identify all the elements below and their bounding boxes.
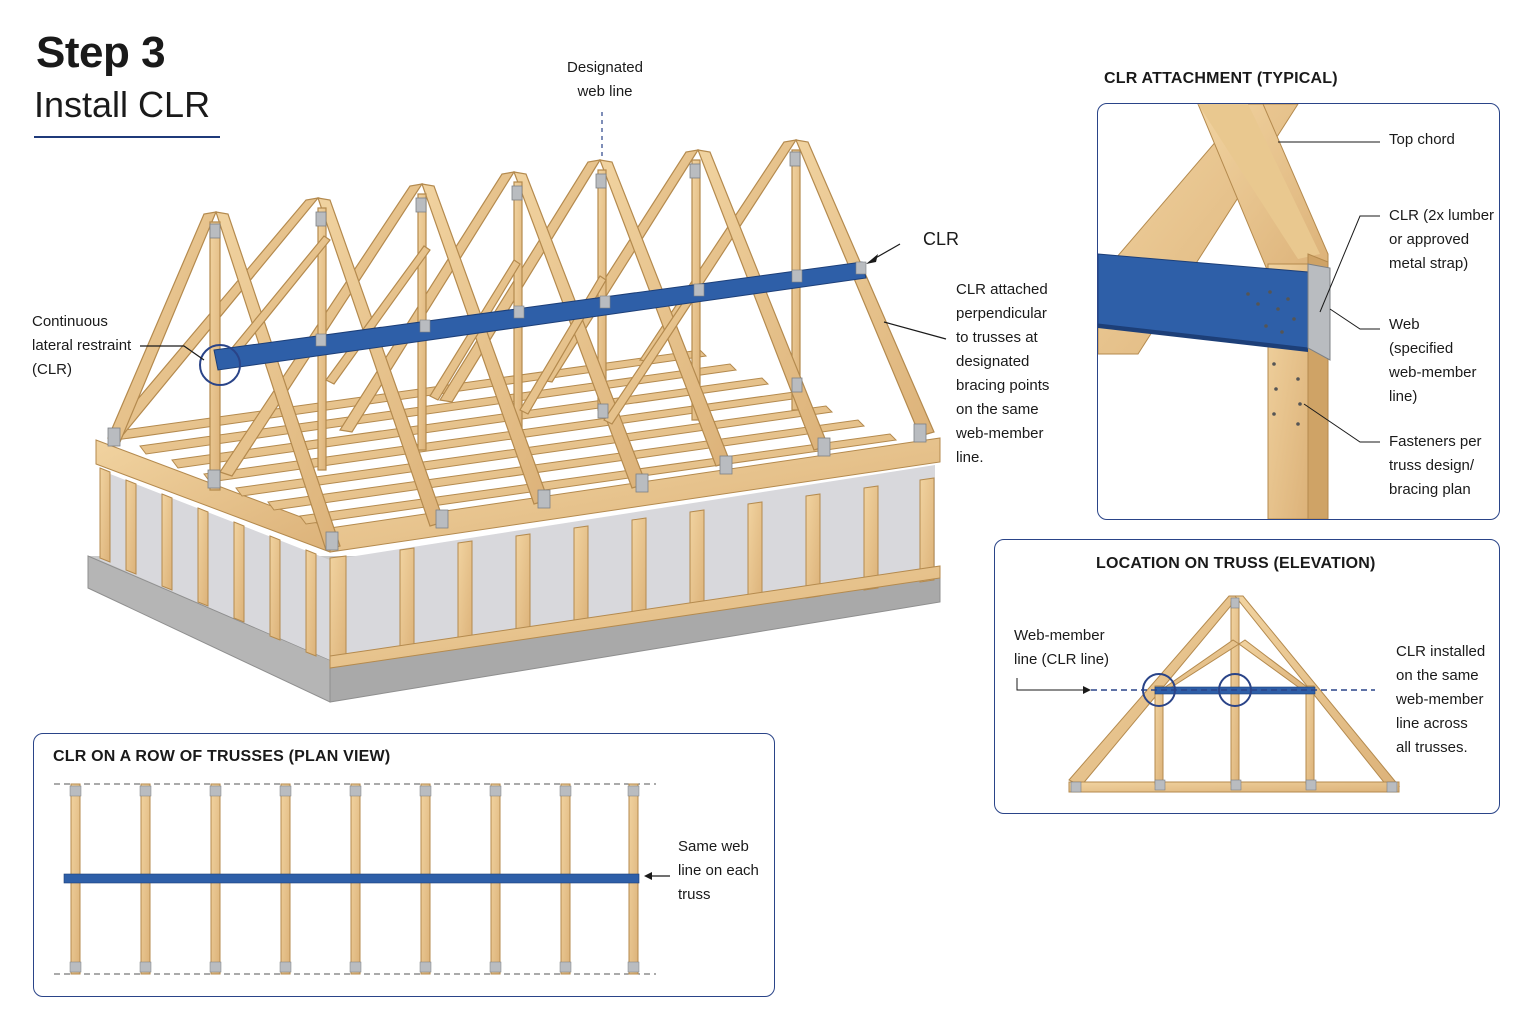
- truss-elevation-drawing: [1016, 595, 1401, 793]
- web-label: Web (specified web-member line): [1389, 316, 1477, 405]
- clr-installed-note: CLR installed on the same web-member lin…: [1396, 643, 1486, 756]
- plan-view-panel: CLR ON A ROW OF TRUSSES (PLAN VIEW): [33, 733, 775, 997]
- plan-view-drawing: [54, 783, 670, 975]
- clr-highlight-circle: [199, 344, 241, 386]
- clr-label: CLR: [923, 229, 960, 249]
- clr-material-label: CLR (2x lumber or approved metal strap): [1389, 207, 1495, 272]
- attachment-panel-title: CLR ATTACHMENT (TYPICAL): [1104, 70, 1338, 87]
- connector-plates: [107, 151, 927, 551]
- plan-clr-member: [63, 873, 640, 884]
- top-chord-label: Top chord: [1389, 131, 1455, 148]
- continuous-lateral-restraint-label: Continuous lateral restraint (CLR): [32, 313, 132, 378]
- clr-attached-note: CLR attached perpendicular to trusses at…: [956, 281, 1050, 466]
- page-title: Install CLR: [34, 84, 211, 125]
- fastener-dots: [1246, 290, 1302, 426]
- plan-panel-title: CLR ON A ROW OF TRUSSES (PLAN VIEW): [53, 748, 391, 765]
- elevation-panel: LOCATION ON TRUSS (ELEVATION) Web-member…: [994, 539, 1500, 814]
- same-web-line-note: Same web line on each truss: [678, 838, 759, 903]
- fasteners-label: Fasteners per truss design/ bracing plan: [1389, 433, 1482, 498]
- attachment-panel: Top chord CLR (2x lumber or approved met…: [1097, 103, 1500, 520]
- front-bottom-plate: [329, 565, 941, 669]
- roof-trusses: [107, 139, 935, 551]
- step-number: Step 3: [36, 28, 166, 77]
- elevation-panel-title: LOCATION ON TRUSS (ELEVATION): [1096, 555, 1376, 572]
- web-member-line-label: Web-member line (CLR line): [1014, 627, 1110, 668]
- title-divider: [34, 136, 220, 138]
- clr-clips: [315, 261, 867, 347]
- left-wall-studs: [99, 467, 317, 657]
- attachment-detail-drawing: [1098, 104, 1380, 519]
- designated-web-line-label: Designated web line: [567, 59, 643, 100]
